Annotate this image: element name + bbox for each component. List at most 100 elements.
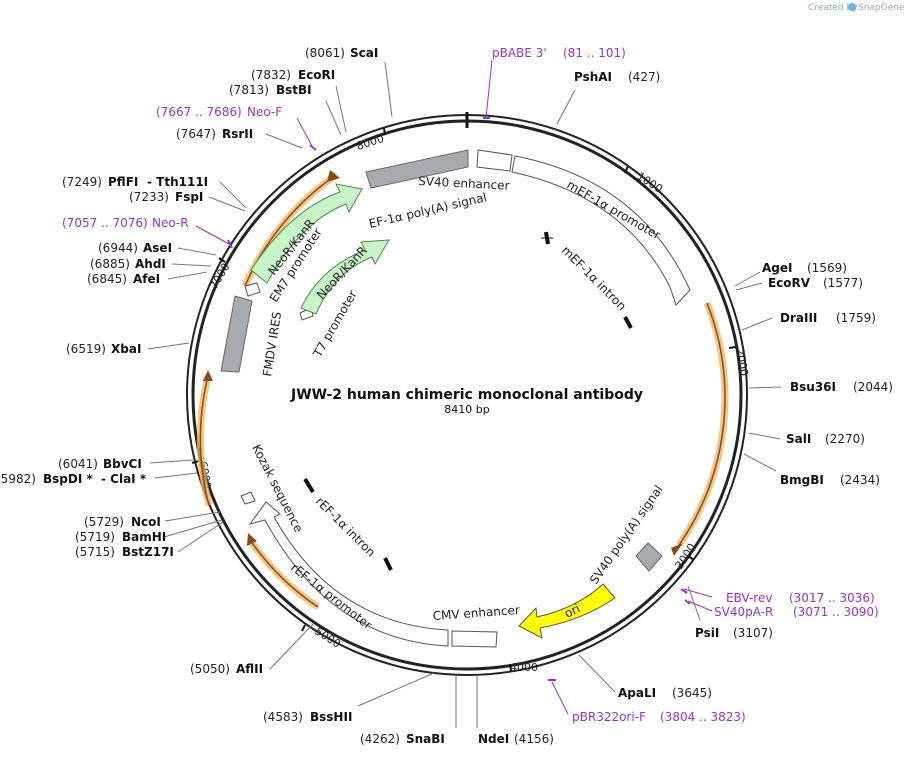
site-labels: (8061) ScaI PshAI (427) (7832) EcoRI (78… bbox=[0, 46, 893, 746]
leader-afei bbox=[167, 271, 208, 280]
site-name: Bsu36I bbox=[790, 380, 836, 394]
orf-arrowhead-neo bbox=[327, 170, 340, 182]
primer-name: EBV-rev bbox=[726, 591, 772, 605]
white-features bbox=[240, 149, 691, 648]
site-name: NcoI bbox=[131, 515, 161, 529]
site-name-extra: - ClaI * bbox=[101, 472, 147, 486]
primer-range: (3804 .. 3823) bbox=[660, 710, 746, 724]
orf-arcs bbox=[196, 170, 729, 610]
site-name: BssHII bbox=[310, 710, 352, 724]
leader-ncoi bbox=[164, 511, 221, 522]
site-pos: (3107) bbox=[733, 626, 773, 640]
ref-intron-end bbox=[383, 557, 393, 571]
site-pos: (8061) bbox=[305, 46, 345, 60]
site-pos: (2270) bbox=[825, 432, 865, 446]
intron-markers bbox=[303, 231, 633, 571]
feature-sv40-polya-block bbox=[635, 542, 663, 572]
feature-em7-block bbox=[244, 282, 261, 297]
primer-leaders bbox=[195, 59, 713, 715]
leader-bbvci bbox=[149, 459, 194, 464]
site-name: BstBI bbox=[276, 83, 312, 97]
site-pos: (1569) bbox=[807, 261, 847, 275]
gray-features bbox=[220, 149, 663, 572]
site-name: ScaI bbox=[350, 46, 378, 60]
leader-agei bbox=[734, 271, 761, 287]
orf-arc-right-line bbox=[678, 302, 726, 546]
feature-kozak-block bbox=[240, 491, 256, 505]
feature-mef-promoter-arrow bbox=[511, 155, 691, 306]
tick-label-4000: 4000 bbox=[510, 661, 538, 674]
leader-rsrii bbox=[265, 133, 303, 149]
plasmid-name: JWW-2 human chimeric monoclonal antibody bbox=[290, 387, 643, 403]
site-name: PflFI bbox=[108, 175, 138, 189]
tick-7000 bbox=[218, 257, 226, 263]
leader-ahdi bbox=[171, 263, 212, 267]
primer-range: (81 .. 101) bbox=[563, 46, 626, 60]
feature-cmv-block bbox=[451, 630, 498, 648]
tick-label-2000: 2000 bbox=[733, 347, 751, 377]
site-pos: (4156) bbox=[514, 732, 554, 746]
site-name: SalI bbox=[786, 432, 811, 446]
primer-name: pBR322ori-F bbox=[572, 710, 646, 724]
leader-pbr322 bbox=[551, 681, 569, 715]
leader-bspdi bbox=[154, 472, 198, 479]
label-cmv: CMV enhancer bbox=[432, 603, 520, 623]
leader-bstz17i bbox=[177, 521, 224, 553]
leader-scai bbox=[384, 61, 393, 118]
tick-1000 bbox=[624, 165, 629, 174]
tick-label-7000: 7000 bbox=[207, 261, 232, 292]
site-pos: (5719) bbox=[75, 530, 115, 544]
site-pos: (7832) bbox=[251, 68, 291, 82]
site-name: PsiI bbox=[695, 626, 719, 640]
tick-label-5000: 5000 bbox=[312, 625, 343, 651]
primer-labels: pBABE 3' (81 .. 101) (7667 .. 7686) Neo-… bbox=[62, 46, 879, 724]
site-pos: (3645) bbox=[672, 686, 712, 700]
orf-arrowhead-right bbox=[671, 543, 683, 556]
site-name: AflII bbox=[236, 662, 263, 676]
site-name: AhdI bbox=[135, 257, 166, 271]
leader-ecorv bbox=[735, 282, 763, 291]
leader-draiii bbox=[741, 317, 773, 331]
site-name: NdeI bbox=[478, 732, 509, 746]
site-pos: (7647) bbox=[176, 127, 216, 141]
site-pos: (6041) bbox=[58, 457, 98, 471]
leader-pflfi bbox=[219, 181, 247, 209]
credit-brand: SnapGene bbox=[858, 3, 905, 13]
site-name: BstZ17I bbox=[122, 545, 174, 559]
feature-ef-polya-block bbox=[365, 149, 469, 189]
feature-neokanr-outer bbox=[250, 183, 363, 284]
feature-neokanr-inner bbox=[300, 239, 390, 315]
site-pos: (7813) bbox=[229, 83, 269, 97]
orf-arc-lower-line bbox=[249, 539, 319, 608]
leader-pshai bbox=[556, 89, 576, 125]
leader-bamhi bbox=[163, 519, 223, 538]
leader-asei bbox=[177, 247, 217, 256]
site-pos: (6519) bbox=[66, 342, 106, 356]
tick-3000 bbox=[687, 555, 695, 561]
site-pos: (2044) bbox=[853, 380, 893, 394]
site-pos: (7233) bbox=[129, 190, 169, 204]
site-name: RsrII bbox=[222, 127, 253, 141]
site-name: EcoRI bbox=[298, 68, 335, 82]
site-name: DraIII bbox=[780, 311, 817, 325]
site-pos: (5050) bbox=[190, 662, 230, 676]
feature-sv40-enhancer-block bbox=[476, 149, 513, 172]
leader-neof bbox=[296, 117, 314, 149]
site-pos: (6944) bbox=[98, 241, 138, 255]
leader-sali bbox=[748, 432, 781, 440]
site-name: AseI bbox=[143, 241, 172, 255]
label-sv40-enhancer: SV40 enhancer bbox=[418, 174, 510, 193]
label-ef-polya: EF-1α poly(A) signal bbox=[368, 190, 489, 231]
orf-arrowhead-left bbox=[203, 370, 213, 381]
site-pos: (7249) bbox=[62, 175, 102, 189]
site-name: BbvCI bbox=[103, 457, 142, 471]
primer-range: (3017 .. 3036) bbox=[789, 591, 875, 605]
site-pos: (5982) bbox=[0, 472, 36, 486]
site-pos: (5715) bbox=[75, 545, 115, 559]
tick-label-8000: 8000 bbox=[355, 132, 386, 153]
credit-prefix: Created by bbox=[808, 3, 858, 13]
label-ref-intron: rEF-1α intron bbox=[313, 494, 378, 559]
site-leaders bbox=[147, 61, 782, 728]
leader-xbai bbox=[147, 342, 190, 350]
